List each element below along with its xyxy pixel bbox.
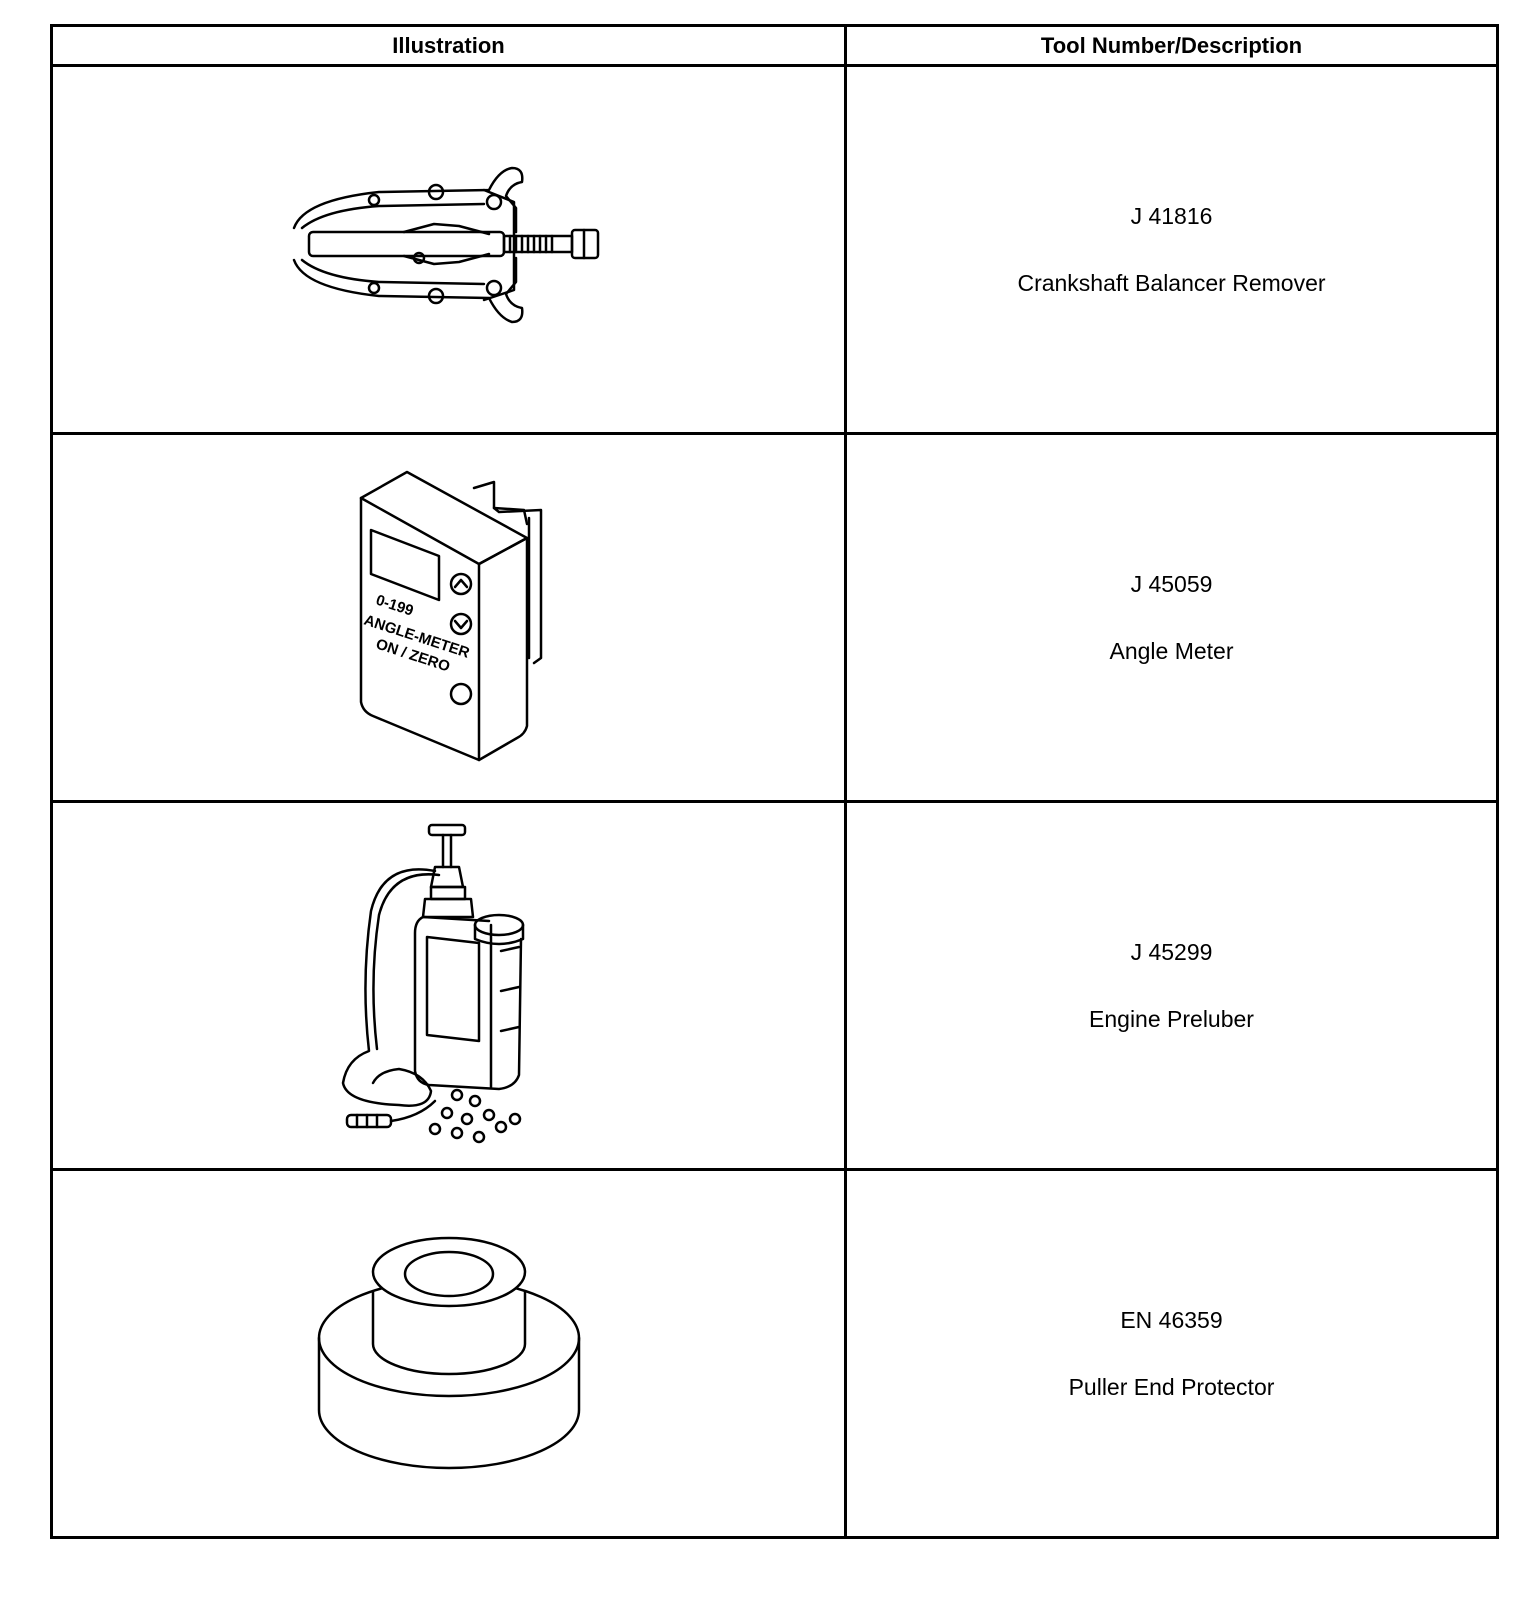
tool-description: Puller End Protector — [1068, 1374, 1275, 1400]
tool-number: J 45059 — [1130, 571, 1213, 597]
tool-number: EN 46359 — [1120, 1307, 1223, 1333]
tool-description: Angle Meter — [1109, 638, 1234, 664]
illustration-cell: 0-199 ANGLE-METER ON / ZERO — [50, 432, 847, 803]
table-row: J 45299 Engine Preluber — [50, 800, 1499, 1171]
puller-end-protector-icon — [317, 1236, 580, 1469]
header-description: Tool Number/Description — [844, 24, 1499, 67]
tool-description: Engine Preluber — [1089, 1006, 1254, 1032]
description-cell: J 45299 Engine Preluber — [844, 800, 1499, 1171]
balancer-remover-icon — [292, 166, 599, 323]
table-row: 0-199 ANGLE-METER ON / ZERO J 45059 Angl… — [50, 432, 1499, 803]
tool-number: J 45299 — [1130, 939, 1213, 965]
description-cell: J 45059 Angle Meter — [844, 432, 1499, 803]
description-cell: EN 46359 Puller End Protector — [844, 1168, 1499, 1539]
table-row: EN 46359 Puller End Protector — [50, 1168, 1499, 1539]
illustration-cell — [50, 64, 847, 435]
description-cell: J 41816 Crankshaft Balancer Remover — [844, 64, 1499, 435]
header-illustration: Illustration — [50, 24, 847, 67]
angle-meter-icon: 0-199 ANGLE-METER ON / ZERO — [359, 470, 542, 761]
engine-preluber-icon — [341, 823, 524, 1143]
special-tools-table: Illustration Tool Number/Description — [50, 24, 1499, 1539]
tool-description: Crankshaft Balancer Remover — [1017, 270, 1326, 296]
header-row: Illustration Tool Number/Description — [50, 24, 1499, 67]
tool-number: J 41816 — [1130, 203, 1213, 229]
table-row: J 41816 Crankshaft Balancer Remover — [50, 64, 1499, 435]
illustration-cell — [50, 800, 847, 1171]
illustration-cell — [50, 1168, 847, 1539]
